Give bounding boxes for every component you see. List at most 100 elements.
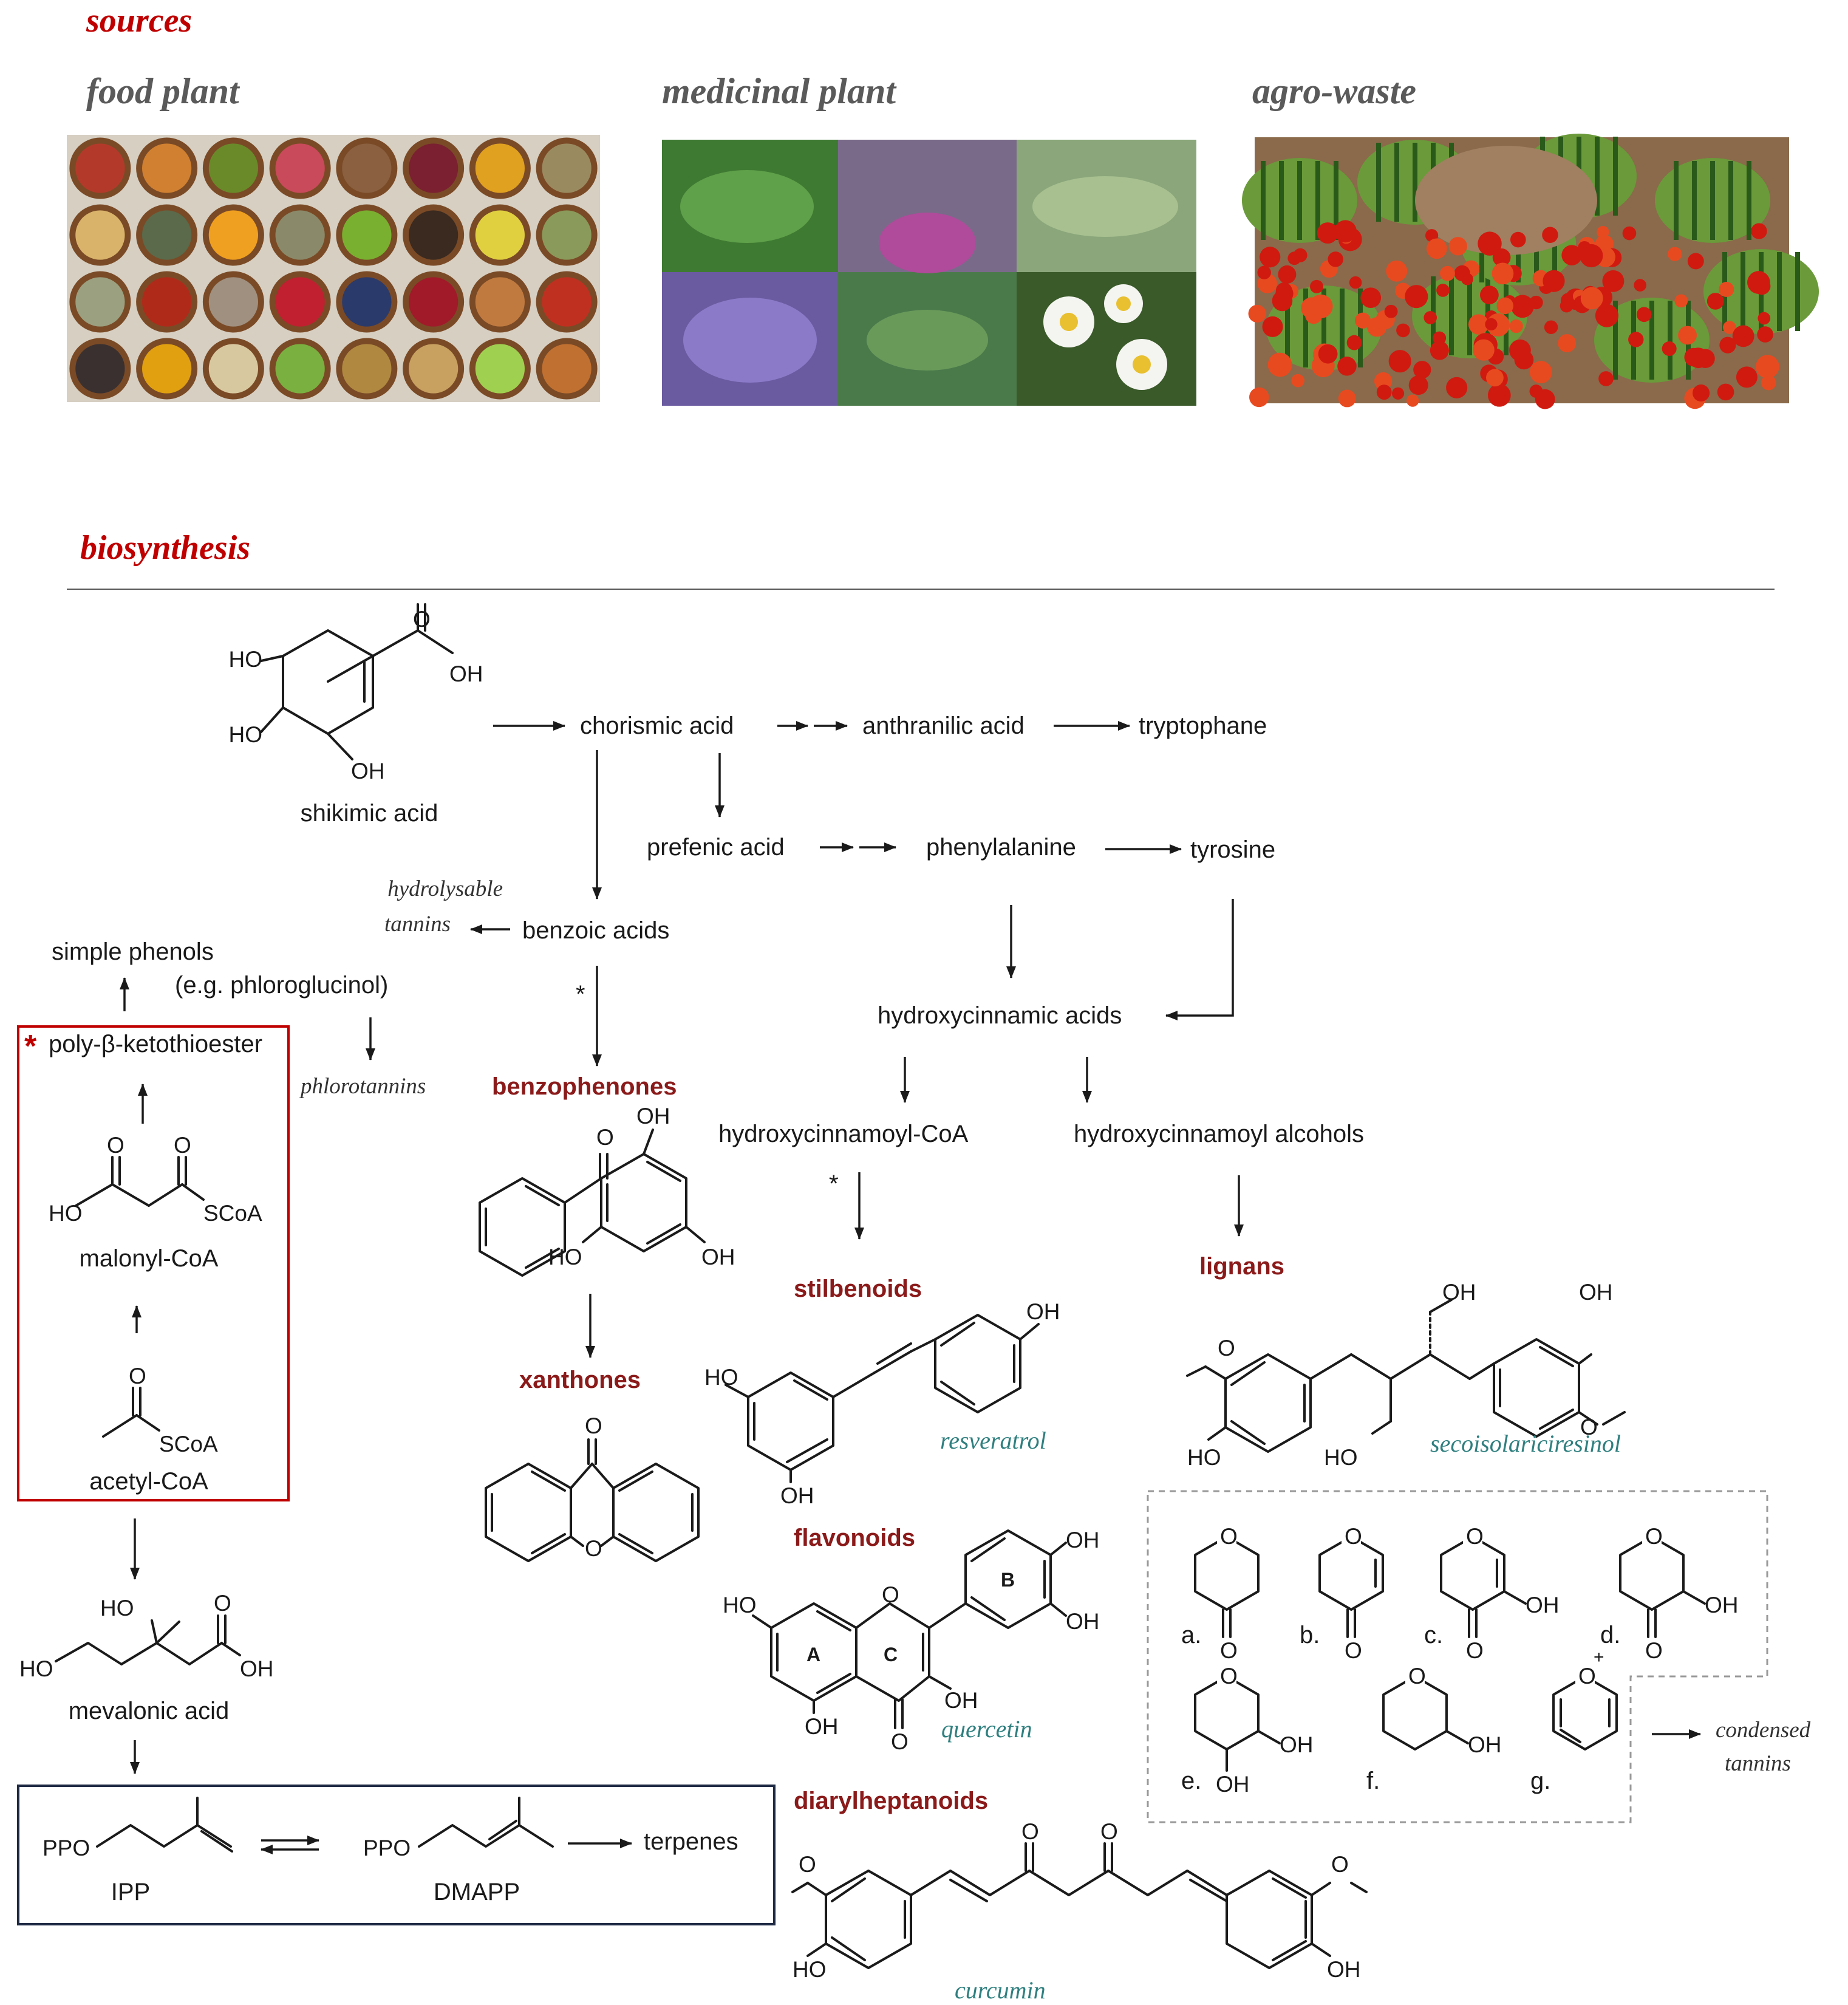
red-berry: [1707, 293, 1724, 310]
red-berry: [1543, 270, 1565, 292]
red-berry: [1248, 304, 1266, 323]
terpenes-label: terpenes: [644, 1828, 738, 1855]
red-berry: [1354, 312, 1371, 329]
medicinal-plant-label: medicinal plant: [662, 71, 897, 111]
double-bond: [1560, 1729, 1581, 1743]
red-berry: [1560, 299, 1574, 313]
atom-o: O: [1100, 1819, 1118, 1844]
simple-phenols-label: simple phenols: [52, 938, 214, 965]
phloroglucinol-label: (e.g. phloroglucinol): [175, 972, 388, 999]
red-berry: [1478, 231, 1502, 256]
c-ring-variant-label: g.: [1530, 1768, 1550, 1794]
benzoic-acids-label: benzoic acids: [522, 917, 669, 944]
red-berry: [1723, 321, 1736, 335]
anthranilic-acid-label: anthranilic acid: [862, 712, 1025, 739]
pyran-ring: [1440, 1535, 1505, 1611]
red-berry: [1260, 247, 1281, 268]
phlorotannins-label: phlorotannins: [299, 1074, 426, 1099]
pyran-ring: [1194, 1535, 1260, 1611]
red-berry: [1275, 282, 1292, 299]
red-berry: [1267, 352, 1292, 377]
dried-husk: [1415, 146, 1597, 255]
red-berry: [1719, 336, 1736, 354]
flavonoids-label: flavonoids: [794, 1525, 915, 1551]
hydroxycinnamic-acids-label: hydroxycinnamic acids: [878, 1002, 1122, 1029]
red-berry: [1529, 384, 1543, 398]
food-bowl-contents: [342, 210, 392, 260]
food-bowl-contents: [208, 344, 258, 394]
red-berry: [1758, 312, 1771, 325]
poly-ketothioester-label: poly-β-ketothioester: [49, 1031, 262, 1057]
red-berry: [1249, 387, 1269, 408]
red-berry: [1473, 339, 1495, 361]
atom-scoa: SCoA: [203, 1201, 262, 1226]
atom-oh: OH: [240, 1656, 274, 1681]
atom-oh: OH: [1280, 1732, 1314, 1757]
phenylalanine-label: phenylalanine: [926, 834, 1076, 861]
hydroxyl-bond: [1682, 1590, 1706, 1605]
acetyl-coa-structure: O SCoA: [102, 1364, 218, 1457]
red-berry: [1262, 316, 1283, 337]
red-berry: [1291, 374, 1304, 388]
red-berry: [1514, 350, 1534, 370]
ring-a-label: A: [806, 1644, 820, 1665]
atom-o: O: [891, 1729, 909, 1754]
c-ring-variant-label: e.: [1181, 1768, 1201, 1794]
red-berry: [1384, 304, 1398, 318]
hydroxyl-bond: [1256, 1730, 1281, 1744]
red-berry: [1360, 287, 1382, 309]
red-berry: [1287, 251, 1301, 265]
pyran-ring: [1382, 1675, 1448, 1751]
atom-o: O: [1218, 1336, 1235, 1361]
red-berry: [1511, 295, 1534, 318]
atom-o: O: [1466, 1524, 1484, 1549]
ring-c-label: C: [884, 1644, 898, 1665]
atom-o: O: [799, 1852, 816, 1877]
xanthones-label: xanthones: [519, 1367, 641, 1393]
food-plant-label: food plant: [86, 71, 240, 111]
malonyl-coa-label: malonyl-CoA: [80, 1245, 219, 1272]
red-berry: [1334, 220, 1357, 243]
red-berry: [1492, 262, 1514, 285]
red-berry: [1668, 247, 1682, 261]
food-bowl-contents: [475, 344, 525, 394]
red-berry: [1509, 319, 1523, 333]
red-berry: [1558, 334, 1577, 352]
mevalonic-acid-label: mevalonic acid: [69, 1698, 230, 1724]
food-plant-photo: [67, 135, 600, 402]
food-bowl-contents: [342, 143, 392, 193]
red-berry: [1396, 323, 1410, 338]
c-ring-variant-label: f.: [1366, 1768, 1380, 1794]
curcumin-structure: O HO O O O OH: [791, 1819, 1368, 1982]
atom-o: O: [1645, 1638, 1663, 1663]
red-berry: [1674, 294, 1688, 308]
red-berry: [1310, 279, 1324, 293]
food-bowl-contents: [142, 344, 192, 394]
xanthone-structure: O O: [485, 1413, 700, 1562]
atom-o: O: [129, 1364, 146, 1388]
red-berry: [1634, 279, 1646, 292]
atom-ho: HO: [548, 1245, 582, 1269]
red-berry: [1487, 383, 1511, 407]
red-berry: [1736, 366, 1758, 388]
atom-scoa: SCoA: [159, 1432, 218, 1457]
red-berry: [1492, 248, 1511, 267]
atom-o: O: [1408, 1664, 1426, 1689]
red-berry: [1338, 389, 1356, 408]
red-berry: [1433, 331, 1447, 345]
curcumin-label: curcumin: [955, 1976, 1046, 2004]
atom-ho: HO: [723, 1593, 757, 1617]
food-bowl-contents: [75, 210, 125, 260]
red-berry: [1406, 394, 1419, 407]
atom-oh: OH: [944, 1688, 978, 1713]
food-bowl-contents: [542, 143, 592, 193]
food-bowl-contents: [208, 210, 258, 260]
c-ring-variant-label: a.: [1181, 1622, 1201, 1648]
red-berry: [1446, 377, 1468, 398]
pyran-ring: [1619, 1535, 1685, 1611]
food-bowl-contents: [542, 210, 592, 260]
atom-oh: OH: [701, 1245, 735, 1269]
red-berry: [1386, 260, 1408, 282]
food-bowl-contents: [475, 277, 525, 327]
asterisk-marker: *: [24, 1029, 37, 1064]
